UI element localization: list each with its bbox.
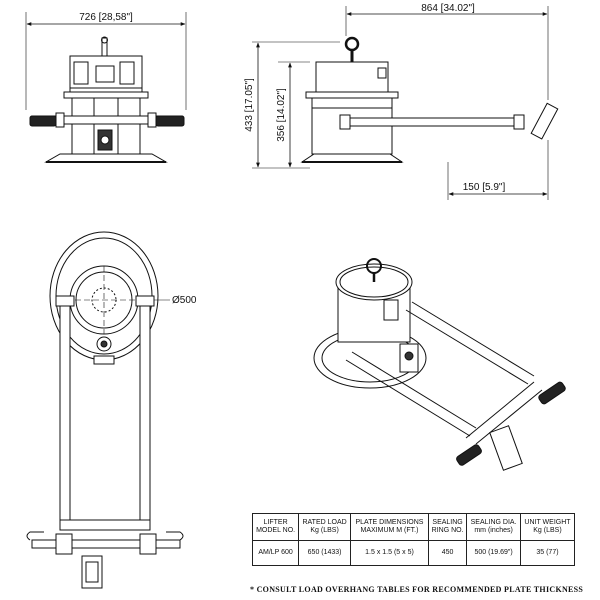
plan-view (26, 231, 184, 589)
footnote: * CONSULT LOAD OVERHANG TABLES FOR RECOM… (250, 585, 584, 594)
dim-overall-height: 433 [17.05"] (244, 78, 255, 132)
cell-model: AM/LP 600 (251, 540, 300, 566)
dim-pad-diameter: Ø500 (172, 295, 197, 306)
cell-rated-load: 650 (1433) (298, 540, 352, 566)
cell-sealing-ring: 450 (427, 540, 468, 566)
header-sealing-dia: SEALING DIA.mm (inches) (466, 513, 521, 541)
dim-body-height: 356 [14.02"] (276, 88, 287, 142)
front-view (25, 12, 187, 163)
isometric-view (313, 258, 566, 471)
cell-sealing-dia: 500 (19.69") (466, 540, 521, 566)
dim-top-width: 726 [28,58"] (79, 12, 133, 23)
cell-plate-dimensions: 1.5 x 1.5 (5 x 5) (350, 540, 429, 566)
dim-right-width: 864 [34.02"] (421, 3, 475, 14)
side-view (252, 6, 559, 200)
cell-unit-weight: 35 (77) (519, 540, 576, 566)
dim-handle-offset: 150 [5.9"] (463, 182, 506, 193)
table-row: AM/LP 600 650 (1433) 1.5 x 1.5 (5 x 5) 4… (251, 540, 576, 566)
